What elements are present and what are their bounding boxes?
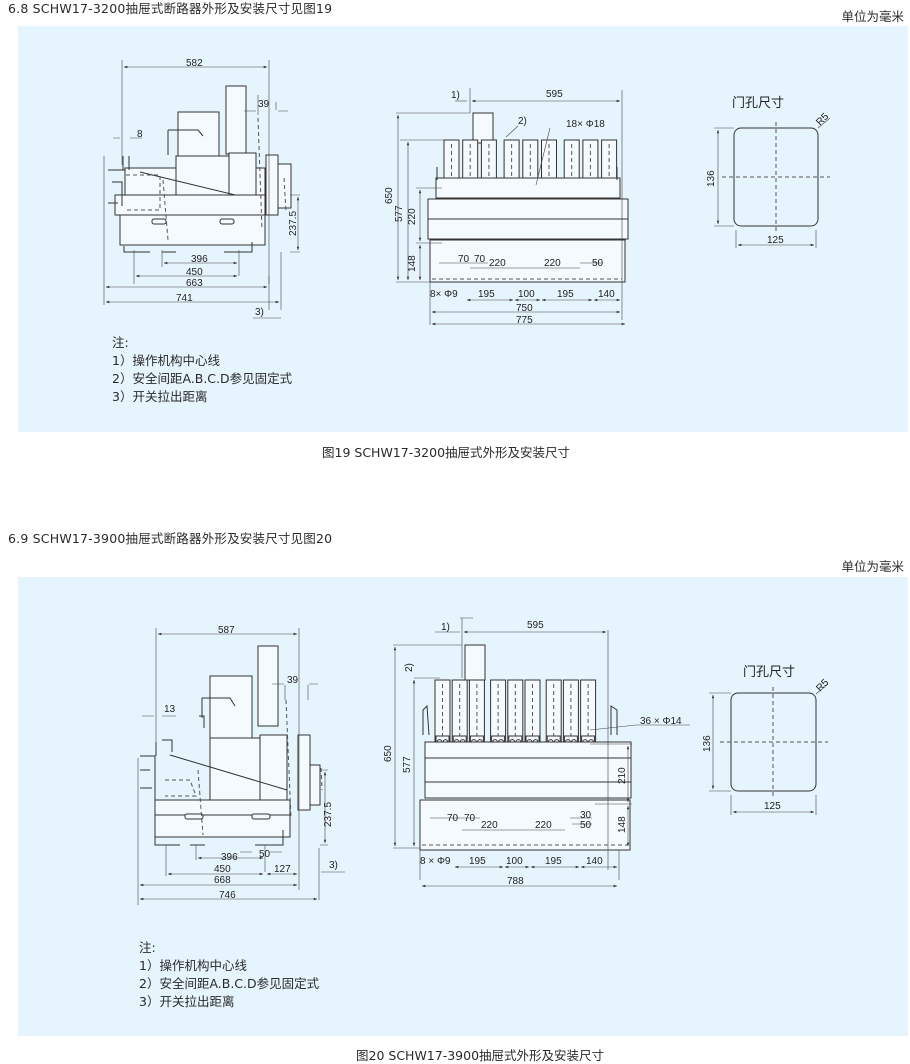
dim-text: 125 xyxy=(764,801,781,812)
dim-text: 70 xyxy=(464,813,476,824)
dim-text: 127 xyxy=(274,864,291,875)
dim-text: 3) xyxy=(329,860,338,871)
dim-text: 595 xyxy=(546,89,563,100)
dim-text: 1) xyxy=(451,90,460,101)
dim-text: 650 xyxy=(383,745,394,762)
dim-text: 140 xyxy=(598,289,615,300)
side-view: 582 39 8 237.5 396 450 663 741 3) xyxy=(103,58,300,319)
front-view: 1) 595 2) 36 × Φ14 650 577 210 148 70 70… xyxy=(383,617,690,888)
note-item: 2）安全间距A.B.C.D参见固定式 xyxy=(112,371,293,386)
dim-text: 136 xyxy=(702,735,713,752)
notes: 注: 1）操作机构中心线 2）安全间距A.B.C.D参见固定式 3）开关拉出距离 xyxy=(139,939,319,1011)
dim-text: 50 xyxy=(259,849,271,860)
notes: 注: 1）操作机构中心线 2）安全间距A.B.C.D参见固定式 3）开关拉出距离 xyxy=(112,334,292,406)
figure-caption: 图19 SCHW17-3200抽屉式外形及安装尺寸 xyxy=(322,445,571,460)
door-cutout-title: 门孔尺寸 xyxy=(732,95,784,110)
dim-text: 70 xyxy=(458,254,470,265)
dim-text: 668 xyxy=(214,875,231,886)
notes-heading: 注: xyxy=(139,940,156,955)
door-cutout: 门孔尺寸 136 125 R5 xyxy=(702,664,831,815)
dim-text: 70 xyxy=(474,254,486,265)
front-view: 1) 595 2) 18× Φ18 650 577 220 148 70 70 … xyxy=(384,88,629,326)
dim-text: 140 xyxy=(586,856,603,867)
dim-text: 396 xyxy=(191,254,208,265)
dim-text: 18× Φ18 xyxy=(566,119,605,130)
dim-text: 220 xyxy=(481,820,498,831)
dim-text: 195 xyxy=(478,289,495,300)
dim-text: 195 xyxy=(545,856,562,867)
unit-label: 单位为毫米 xyxy=(841,559,904,574)
dim-text: 450 xyxy=(186,267,203,278)
dim-text: 582 xyxy=(186,58,203,69)
dim-text: 148 xyxy=(407,255,418,272)
dim-text: 220 xyxy=(407,208,418,225)
dim-text: 237.5 xyxy=(288,211,299,236)
dim-text: 39 xyxy=(287,675,299,686)
dim-text: 36 × Φ14 xyxy=(640,716,682,727)
dim-text: 210 xyxy=(617,767,628,784)
dim-text: 13 xyxy=(164,704,176,715)
dim-text: 125 xyxy=(767,235,784,246)
side-view: 587 39 13 237.5 396 50 450 127 668 746 3… xyxy=(137,625,345,905)
note-item: 3）开关拉出距离 xyxy=(112,389,208,404)
door-cutout: 门孔尺寸 136 125 R5 xyxy=(706,95,831,248)
dim-text: 30 xyxy=(580,810,592,821)
dim-text: 595 xyxy=(527,620,544,631)
dim-text: 195 xyxy=(469,856,486,867)
dim-text: 237.5 xyxy=(323,802,334,827)
dim-text: 750 xyxy=(516,303,533,314)
note-item: 1）操作机构中心线 xyxy=(139,958,247,973)
note-item: 1）操作机构中心线 xyxy=(112,353,220,368)
dim-text: 587 xyxy=(218,625,235,636)
dim-text: 650 xyxy=(384,187,395,204)
dim-text: 663 xyxy=(186,278,203,289)
dim-text: 746 xyxy=(219,890,236,901)
figure-caption: 图20 SCHW17-3900抽屉式外形及安装尺寸 xyxy=(356,1048,605,1063)
dim-text: 788 xyxy=(507,876,524,887)
dim-text: 50 xyxy=(580,820,592,831)
dim-text: 2) xyxy=(518,116,527,127)
dim-text: 100 xyxy=(518,289,535,300)
dim-text: 100 xyxy=(506,856,523,867)
dim-text: 8× Φ9 xyxy=(430,289,458,300)
dim-text: 8 × Φ9 xyxy=(420,856,451,867)
dim-text: 220 xyxy=(489,258,506,269)
note-item: 3）开关拉出距离 xyxy=(139,994,235,1009)
section-title: 6.8 SCHW17-3200抽屉式断路器外形及安装尺寸见图19 xyxy=(8,1,333,16)
dim-text: 39 xyxy=(258,99,270,110)
dim-text: 220 xyxy=(535,820,552,831)
dim-text: 577 xyxy=(402,756,413,773)
dim-text: 8 xyxy=(137,129,143,140)
dim-text: 50 xyxy=(592,258,604,269)
dim-text: 1) xyxy=(441,622,450,633)
door-cutout-title: 门孔尺寸 xyxy=(743,664,795,679)
section-title: 6.9 SCHW17-3900抽屉式断路器外形及安装尺寸见图20 xyxy=(8,531,333,546)
dim-text: 2) xyxy=(404,663,415,672)
dim-text: 3) xyxy=(255,307,264,318)
dim-text: 450 xyxy=(214,864,231,875)
dim-text: 220 xyxy=(544,258,561,269)
dim-text: 396 xyxy=(221,852,238,863)
dim-text: R5 xyxy=(814,677,831,694)
dim-text: 741 xyxy=(176,293,193,304)
dim-text: 136 xyxy=(706,170,717,187)
dim-text: 70 xyxy=(447,813,459,824)
dim-text: 577 xyxy=(394,205,405,222)
dim-text: 148 xyxy=(617,816,628,833)
note-item: 2）安全间距A.B.C.D参见固定式 xyxy=(139,976,320,991)
notes-heading: 注: xyxy=(112,335,129,350)
dim-text: 775 xyxy=(516,315,533,326)
dim-text: 195 xyxy=(557,289,574,300)
unit-label: 单位为毫米 xyxy=(841,9,904,24)
